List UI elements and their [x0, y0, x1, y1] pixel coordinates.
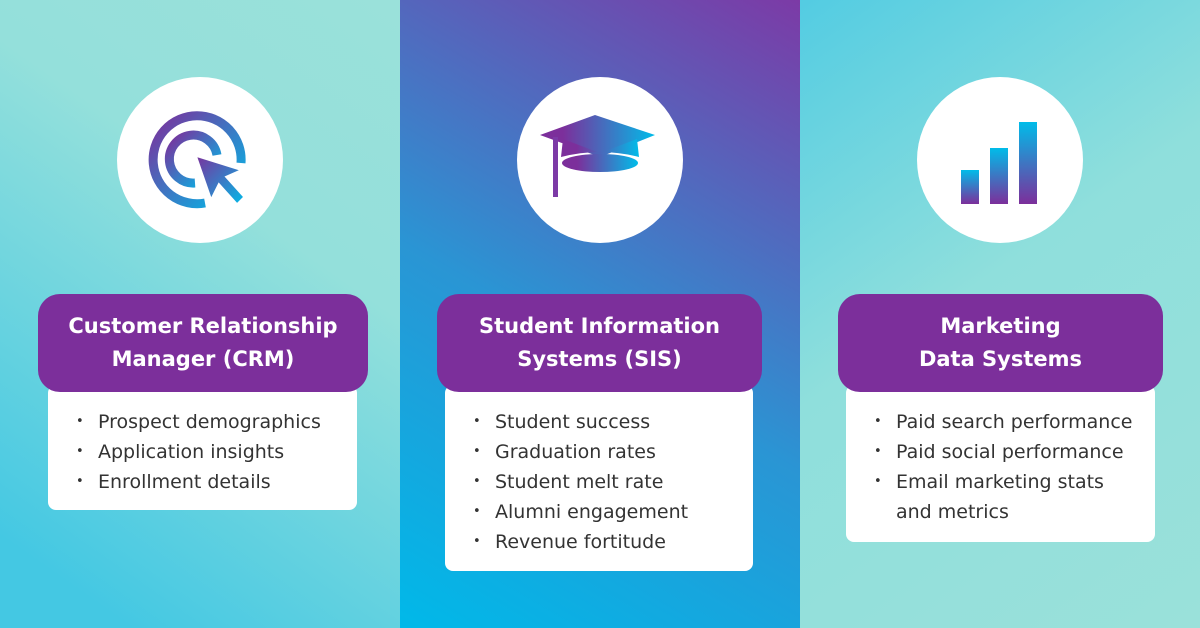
list-item: Application insights [76, 437, 357, 467]
marketing-panel: Marketing Data Systems Paid search perfo… [800, 0, 1200, 628]
bar-chart-icon [961, 122, 1037, 204]
sis-list: Student success Graduation rates Student… [445, 385, 753, 571]
crm-panel: Customer Relationship Manager (CRM) Pros… [0, 0, 400, 628]
sis-icon-circle [517, 77, 683, 243]
marketing-list: Paid search performance Paid social perf… [846, 385, 1155, 542]
list-item: Paid search performance [874, 407, 1155, 437]
list-item: Prospect demographics [76, 407, 357, 437]
marketing-icon-circle [917, 77, 1083, 243]
list-item: Student melt rate [473, 467, 753, 497]
crm-header: Customer Relationship Manager (CRM) [38, 294, 368, 392]
crm-title-line2: Manager (CRM) [111, 347, 295, 371]
list-item: Email marketing stats [874, 467, 1155, 497]
list-item: Paid social performance [874, 437, 1155, 467]
list-item: Graduation rates [473, 437, 753, 467]
target-cursor-icon [148, 111, 248, 209]
list-item: Student success [473, 407, 753, 437]
crm-icon-circle [117, 77, 283, 243]
list-item: Enrollment details [76, 467, 357, 497]
list-item: Alumni engagement [473, 497, 753, 527]
marketing-title-line1: Marketing [940, 314, 1061, 338]
sis-title-line1: Student Information [478, 314, 721, 338]
crm-list: Prospect demographics Application insigh… [48, 385, 357, 510]
list-item-continuation: and metrics [896, 501, 1009, 523]
marketing-title-line2: Data Systems [918, 347, 1083, 371]
graduation-cap-icon [540, 115, 655, 197]
sis-header: Student Information Systems (SIS) [437, 294, 762, 392]
sis-title-line2: Systems (SIS) [517, 347, 682, 371]
list-item: Revenue fortitude [473, 527, 753, 557]
crm-title-line1: Customer Relationship [68, 314, 338, 338]
sis-panel: Student Information Systems (SIS) Studen… [400, 0, 800, 628]
marketing-header: Marketing Data Systems [838, 294, 1163, 392]
